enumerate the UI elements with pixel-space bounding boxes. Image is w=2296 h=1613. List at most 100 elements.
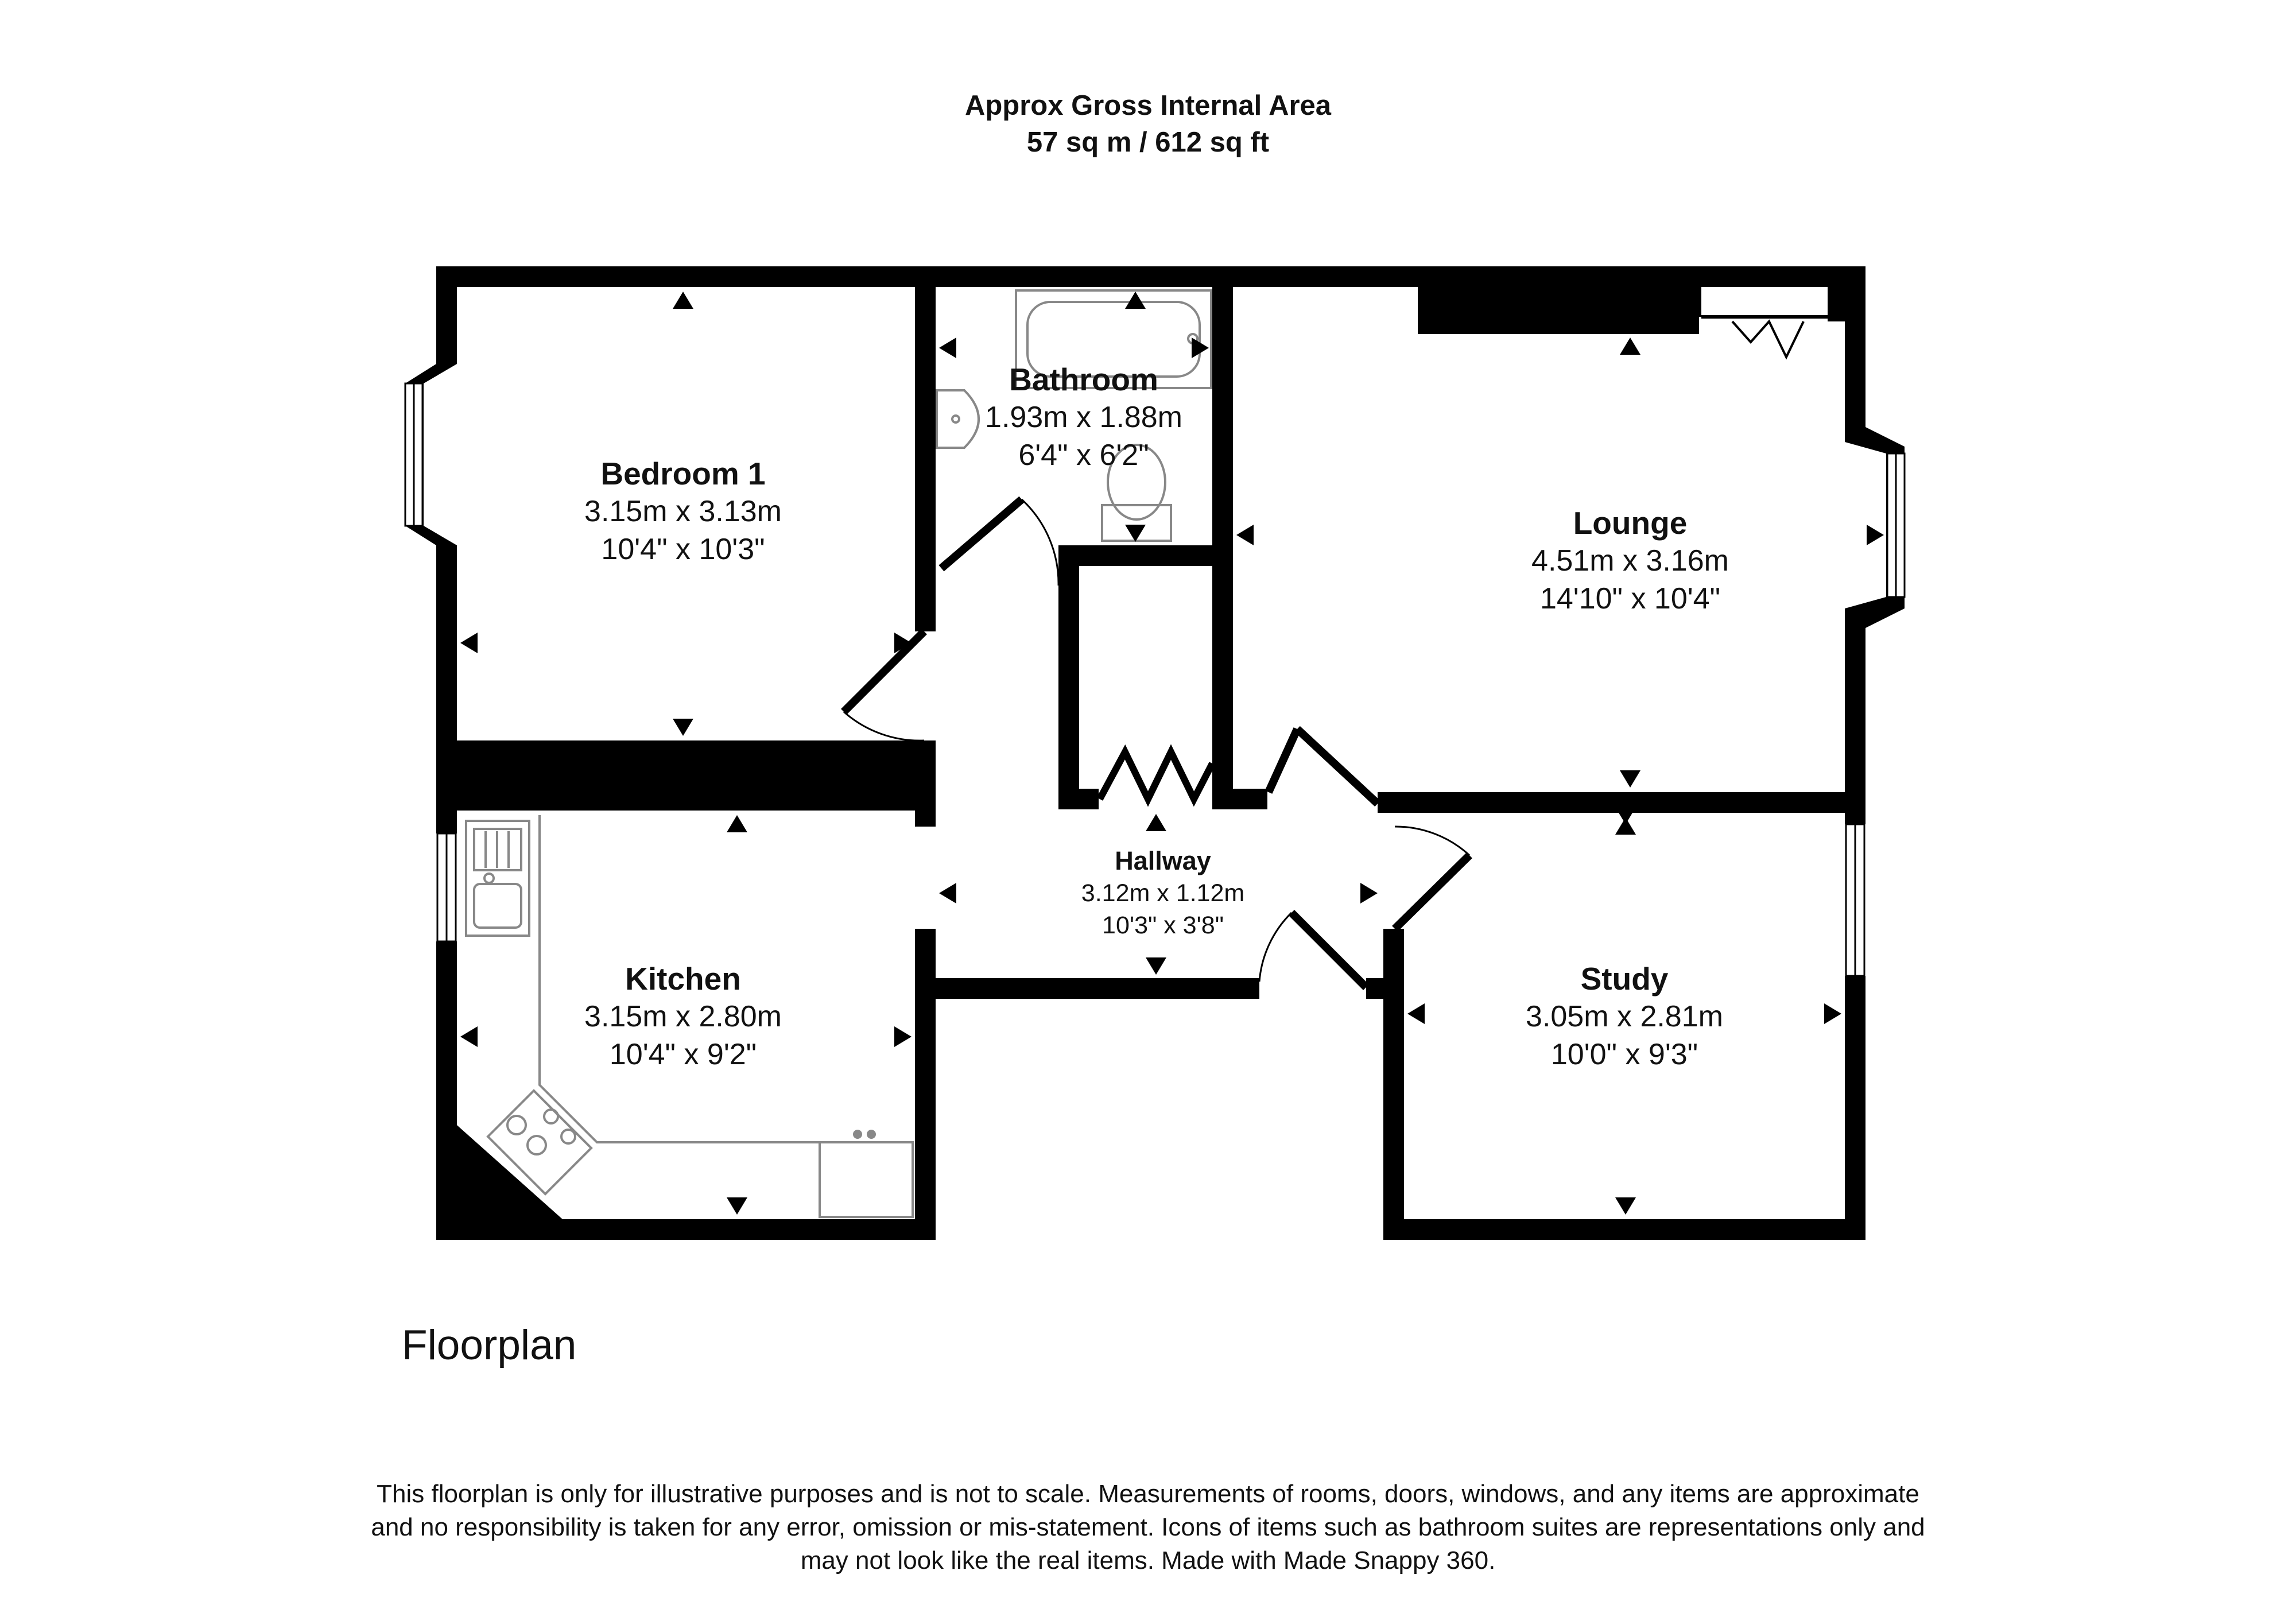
door-lounge-leaf-2 [1294,726,1380,807]
wall-lounge-right-upper [1845,266,1865,427]
arrow-kitchen-right [894,1026,912,1047]
lounge-alcove-wall [1828,287,1845,321]
appliance-knob-2 [867,1130,876,1139]
lounge-chimney-breast [1418,287,1699,334]
fixtures [465,289,1212,1218]
arrow-bathroom-right [1192,338,1209,358]
dimension-arrows [460,292,1884,1215]
room-label-bathroom: Bathroom 1.93m x 1.88m 6'4" x 6'2" [985,360,1182,474]
room-label-kitchen: Kitchen 3.15m x 2.80m 10'4" x 9'2" [584,960,782,1073]
door-cupboard-bifold [1096,744,1216,807]
hob-ring-2 [526,1135,547,1156]
kitchen-corner-wedge [457,1125,563,1219]
arrow-hallway-right [1360,883,1378,904]
wall-lounge-left-stub [1233,789,1267,809]
walls [405,266,1905,1240]
room-dimensions-imperial: 6'4" x 6'2" [1018,439,1149,472]
kitchen-bowl [473,883,522,929]
wall-kitchen-right [915,929,936,1240]
arrow-bathroom-bottom [1125,525,1146,542]
room-name: Hallway [1115,846,1211,875]
wall-bathroom-right [1212,287,1233,792]
wall-lounge-right-lower [1845,628,1865,800]
door-lounge-cupboard-bifold [1731,319,1805,360]
arrow-bathroom-left [939,338,956,358]
room-dimensions-metric: 3.15m x 2.80m [584,1000,782,1033]
wall-top [436,266,1865,287]
arrow-hallway-left [939,883,956,904]
room-label-lounge: Lounge 4.51m x 3.16m 14'10" x 10'4" [1531,504,1729,618]
doors [841,315,1828,990]
door-bedroom-swing [843,711,925,742]
arrow-study-top [1615,817,1636,835]
hob-ring-3 [543,1108,559,1125]
wall-bedroom-left-lower [436,545,457,798]
wall-study-left [1383,929,1404,1240]
wall-kitchen-left-upper [436,798,457,833]
door-bathroom-swing [1021,498,1060,586]
door-entrance-swing [1258,912,1293,982]
wall-bedroom-left-upper [436,266,457,364]
arrow-study-top-lounge [1615,807,1636,824]
wall-kitchen-bottom [436,1219,936,1240]
room-dimensions-imperial: 10'0" x 9'3" [1550,1038,1698,1071]
area-heading: Approx Gross Internal Area 57 sq m / 612… [965,87,1331,161]
room-name: Bathroom [1009,362,1158,397]
arrow-kitchen-bottom [727,1197,747,1215]
area-heading-line1: Approx Gross Internal Area [964,90,1332,121]
disclaimer: This floorplan is only for illustrative … [281,1478,2015,1577]
wall-bedroom-right-lower [915,740,936,827]
disclaimer-line3: may not look like the real items. Made w… [800,1546,1496,1575]
bath-inner [1026,301,1201,378]
basin-drain [951,414,960,424]
wall-study-bottom [1383,1219,1865,1240]
area-heading-line2: 57 sq m / 612 sq ft [1026,127,1270,158]
arrow-hallway-bottom [1146,957,1166,975]
kitchen-appliance [819,1141,914,1218]
room-label-hallway: Hallway 3.12m x 1.12m 10'3" x 3'8" [1081,845,1244,941]
basin [936,389,980,449]
kitchen-drainer [473,828,522,871]
kitchen-hob [486,1089,593,1196]
toilet-cistern [1101,504,1172,542]
wall-cupboard-left [1058,545,1079,809]
room-dimensions-imperial: 14'10" x 10'4" [1539,582,1721,615]
arrow-bedroom-right [894,633,912,653]
room-dimensions-metric: 3.05m x 2.81m [1526,1000,1723,1033]
door-lounge-leaf [1265,727,1301,794]
room-dimensions-imperial: 10'4" x 10'3" [601,533,765,566]
arrow-lounge-right [1867,525,1884,545]
arrow-hallway-top [1146,814,1166,831]
wall-kitchen-left-lower [436,941,457,1240]
hob-ring-1 [506,1115,527,1135]
room-name: Bedroom 1 [600,456,766,491]
wall-study-right [1845,976,1865,1240]
room-dimensions-metric: 4.51m x 3.16m [1531,544,1729,577]
kitchen-worktop [538,815,913,1143]
room-name: Kitchen [625,961,741,997]
disclaimer-line1: This floorplan is only for illustrative … [377,1480,1919,1508]
wall-study-left-upper [1383,792,1404,813]
arrow-study-left [1407,1003,1425,1024]
room-dimensions-metric: 1.93m x 1.88m [985,401,1182,434]
room-name: Lounge [1573,505,1688,541]
kitchen-sink [465,820,530,937]
wall-bathroom-bottom [1058,545,1233,566]
arrow-lounge-bottom [1620,770,1640,788]
door-study-leaf [1392,852,1472,932]
arrow-bedroom-left [460,633,478,653]
door-study-swing [1394,825,1471,856]
room-label-bedroom1: Bedroom 1 3.15m x 3.13m 10'4" x 10'3" [584,455,782,568]
arrow-bedroom-bottom [673,719,693,736]
room-dimensions-metric: 3.12m x 1.12m [1081,879,1245,907]
lounge-alcove-wall-left [1699,287,1701,317]
door-bathroom-leaf [938,496,1025,572]
door-bedroom-leaf [841,629,927,715]
arrow-lounge-left [1236,525,1254,545]
disclaimer-line2: and no responsibility is taken for any e… [371,1513,1925,1541]
toilet-bowl [1107,444,1166,521]
hob-ring-4 [560,1129,576,1145]
wall-bedroom-right [915,287,936,631]
plan-title: Floorplan [402,1322,577,1368]
